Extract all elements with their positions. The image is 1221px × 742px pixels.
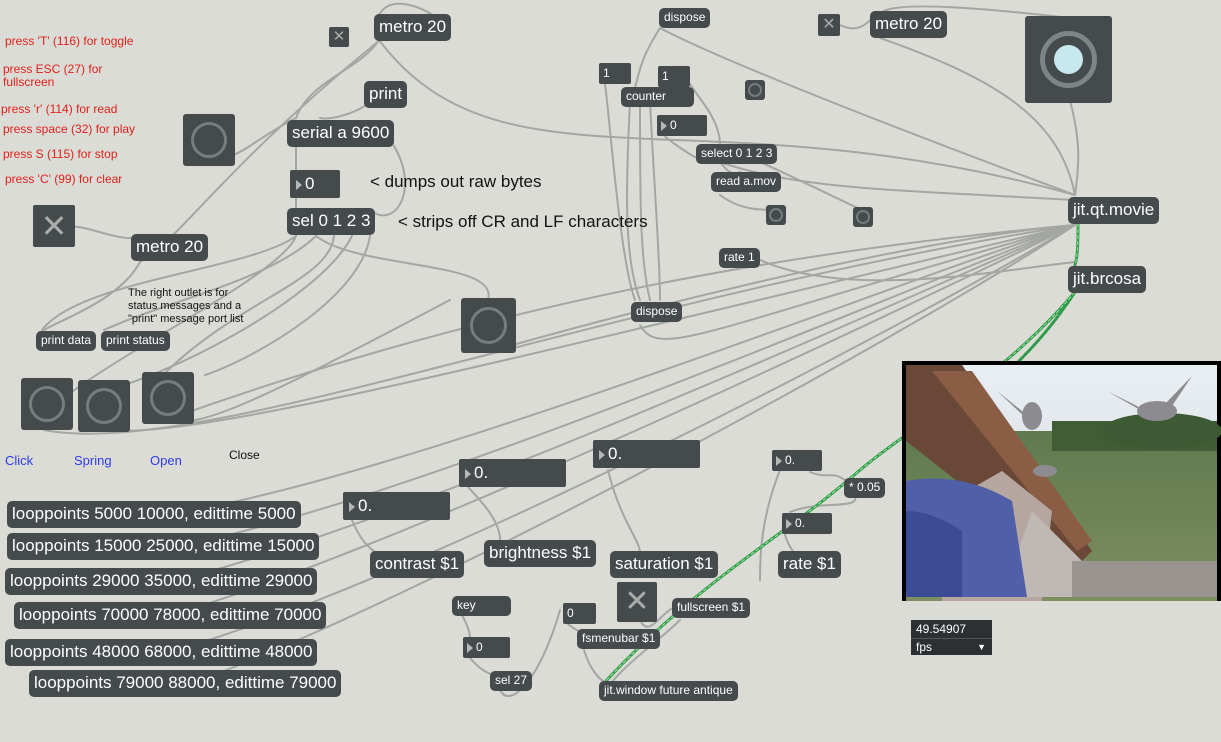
contrast-number[interactable]: 0. [343, 492, 450, 520]
counter-in-a[interactable]: 1 [599, 63, 631, 84]
rate-float-number-a[interactable]: 0. [772, 450, 822, 471]
link-spring[interactable]: Spring [74, 453, 112, 468]
fullscreen-message[interactable]: fullscreen $1 [672, 598, 751, 618]
bang-small-c[interactable] [853, 207, 873, 227]
triangle-icon [776, 455, 782, 466]
rate-float-number-b[interactable]: 0. [782, 513, 832, 534]
looppoints-message-3[interactable]: looppoints 29000 35000, edittime 29000 [5, 568, 318, 595]
toggle-metro-right[interactable]: ✕ [818, 14, 840, 36]
metro-top-object[interactable]: metro 20 [374, 14, 452, 41]
circle-icon [191, 122, 227, 158]
saturation-message[interactable]: saturation $1 [610, 551, 719, 578]
comment-right-outlet: The right outlet is for status messages … [128, 287, 244, 325]
triangle-icon [786, 518, 792, 529]
active-dot [1054, 45, 1083, 74]
toggle-metro-top[interactable]: ✕ [329, 27, 349, 47]
comment-read-key: press 'r' (114) for read [1, 102, 118, 116]
select-object[interactable]: select 0 1 2 3 [696, 144, 778, 164]
counter-out-number[interactable]: 0 [657, 115, 707, 136]
triangle-icon [296, 179, 302, 190]
link-click[interactable]: Click [5, 453, 34, 468]
sel-object[interactable]: sel 0 1 2 3 [287, 208, 376, 235]
bang-button-open[interactable] [142, 372, 194, 424]
counter-in-b[interactable]: 1 [658, 66, 690, 87]
circle-icon [470, 307, 507, 344]
print-data-object[interactable]: print data [36, 331, 97, 351]
counter-object[interactable]: counter [621, 87, 694, 107]
comment-space-key: press space (32) for play [3, 122, 136, 136]
contrast-message[interactable]: contrast $1 [370, 551, 465, 578]
comment-clear-key: press 'C' (99) for clear [5, 172, 123, 186]
video-frame-image [906, 365, 1221, 601]
x-icon: ✕ [40, 208, 68, 244]
print-object[interactable]: print [364, 81, 408, 108]
comment-strips-crlf: < strips off CR and LF characters [398, 212, 648, 231]
dropdown-arrow-icon: ▼ [977, 642, 986, 652]
fsmenubar-number[interactable]: 0 [563, 603, 596, 624]
triangle-icon [465, 468, 471, 479]
bang-small-b[interactable] [766, 205, 786, 225]
triangle-icon [349, 501, 355, 512]
comment-esc-key: press ESC (27) for fullscreen [3, 62, 103, 89]
circle-icon [769, 208, 783, 222]
circle-icon [29, 386, 65, 422]
video-preview [902, 361, 1221, 601]
comment-dumps-raw: < dumps out raw bytes [370, 172, 542, 191]
serial-object[interactable]: serial a 9600 [287, 120, 395, 147]
rate-one-message[interactable]: rate 1 [719, 248, 760, 268]
x-icon: ✕ [822, 16, 836, 33]
toggle-metro-left[interactable]: ✕ [33, 205, 75, 247]
looppoints-message-4[interactable]: looppoints 70000 78000, edittime 70000 [14, 602, 327, 629]
sel27-object[interactable]: sel 27 [490, 671, 533, 691]
link-open[interactable]: Open [150, 453, 182, 468]
bang-button-serial[interactable] [183, 114, 235, 166]
metro-right-object[interactable]: metro 20 [870, 11, 948, 38]
jit-qt-movie-object[interactable]: jit.qt.movie [1068, 197, 1160, 224]
raw-bytes-number[interactable]: 0 [290, 170, 340, 198]
bang-small-a[interactable] [745, 80, 765, 100]
dispose-top-object[interactable]: dispose [659, 8, 711, 28]
bang-button-sel[interactable] [461, 298, 516, 353]
fps-readout: 49.54907 [911, 620, 992, 638]
looppoints-message-2[interactable]: looppoints 15000 25000, edittime 15000 [7, 533, 320, 560]
looppoints-message-5[interactable]: looppoints 48000 68000, edittime 48000 [5, 639, 318, 666]
bang-button-click[interactable] [21, 378, 73, 430]
fsmenubar-message[interactable]: fsmenubar $1 [577, 629, 661, 649]
metro-left-object[interactable]: metro 20 [131, 234, 209, 261]
looppoints-message-6[interactable]: looppoints 79000 88000, edittime 79000 [29, 670, 342, 697]
brightness-number[interactable]: 0. [459, 459, 566, 487]
multiply-object[interactable]: * 0.05 [844, 478, 886, 498]
brightness-message[interactable]: brightness $1 [484, 540, 597, 567]
x-icon: ✕ [332, 28, 346, 45]
comment-toggle-key: press 'T' (116) for toggle [5, 34, 134, 48]
looppoints-message-1[interactable]: looppoints 5000 10000, edittime 5000 [7, 501, 301, 528]
saturation-number[interactable]: 0. [593, 440, 700, 468]
jit-brcosa-object[interactable]: jit.brcosa [1068, 266, 1147, 293]
triangle-icon [467, 642, 473, 653]
bang-button-spring[interactable] [78, 380, 130, 432]
fps-menu[interactable]: fps▼ [911, 638, 992, 655]
circle-icon [86, 388, 122, 424]
circle-icon [1040, 31, 1097, 88]
rate-message[interactable]: rate $1 [778, 551, 841, 578]
circle-icon [748, 83, 762, 97]
circle-icon [856, 210, 870, 224]
comment-close: Close [229, 448, 260, 462]
comment-stop-key: press S (115) for stop [3, 147, 118, 161]
x-icon: ✕ [624, 585, 650, 618]
toggle-fullscreen[interactable]: ✕ [617, 582, 657, 622]
jit-window-object[interactable]: jit.window future antique [599, 681, 738, 701]
bang-button-play-active[interactable] [1025, 16, 1112, 103]
key-number[interactable]: 0 [463, 637, 510, 658]
dispose-mid-object[interactable]: dispose [631, 302, 683, 322]
triangle-icon [661, 120, 667, 131]
read-message[interactable]: read a.mov [711, 172, 782, 192]
circle-icon [150, 380, 186, 416]
print-status-object[interactable]: print status [101, 331, 170, 351]
key-object[interactable]: key [452, 596, 511, 616]
triangle-icon [599, 449, 605, 460]
